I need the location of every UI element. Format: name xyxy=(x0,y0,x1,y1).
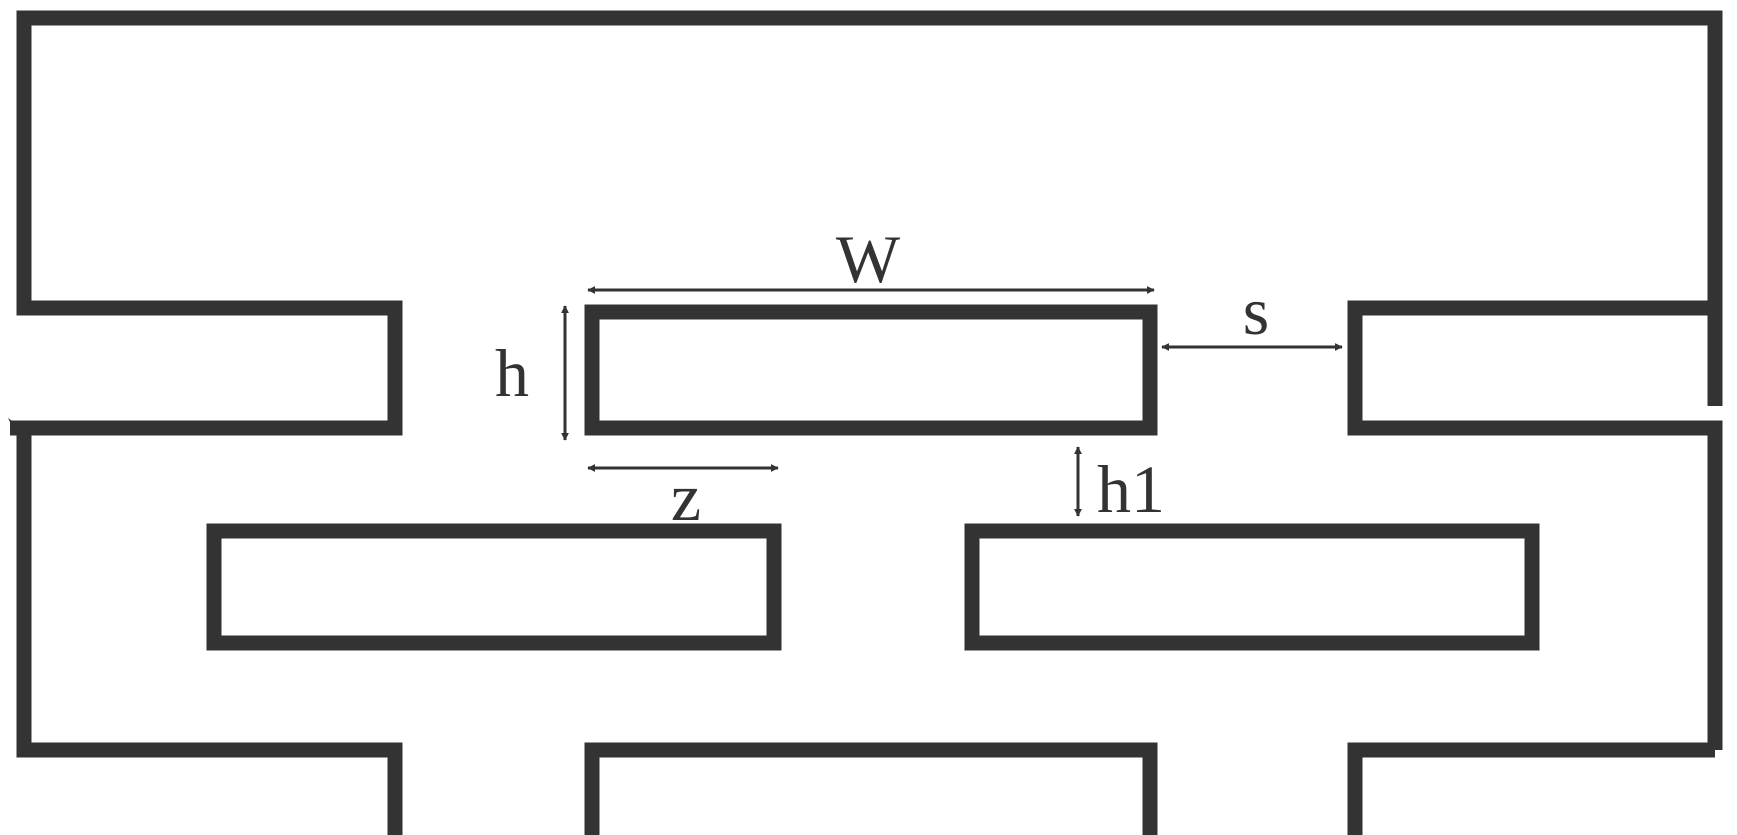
lower-right-rectangle xyxy=(964,523,1540,651)
w-label: W xyxy=(836,221,901,297)
right-step-wall xyxy=(1347,300,1723,750)
h-label: h xyxy=(495,335,529,411)
s-label: s xyxy=(1243,273,1269,349)
center-rectangle xyxy=(584,304,1158,436)
right-lower-wall xyxy=(1347,742,1715,835)
h1-label: h1 xyxy=(1097,451,1165,527)
bottom-center-stub xyxy=(584,742,1158,835)
left-lower-wall xyxy=(16,430,403,835)
lower-left-rectangle xyxy=(206,523,782,651)
top-outer-wall xyxy=(10,10,1723,436)
z-label: z xyxy=(671,459,701,535)
